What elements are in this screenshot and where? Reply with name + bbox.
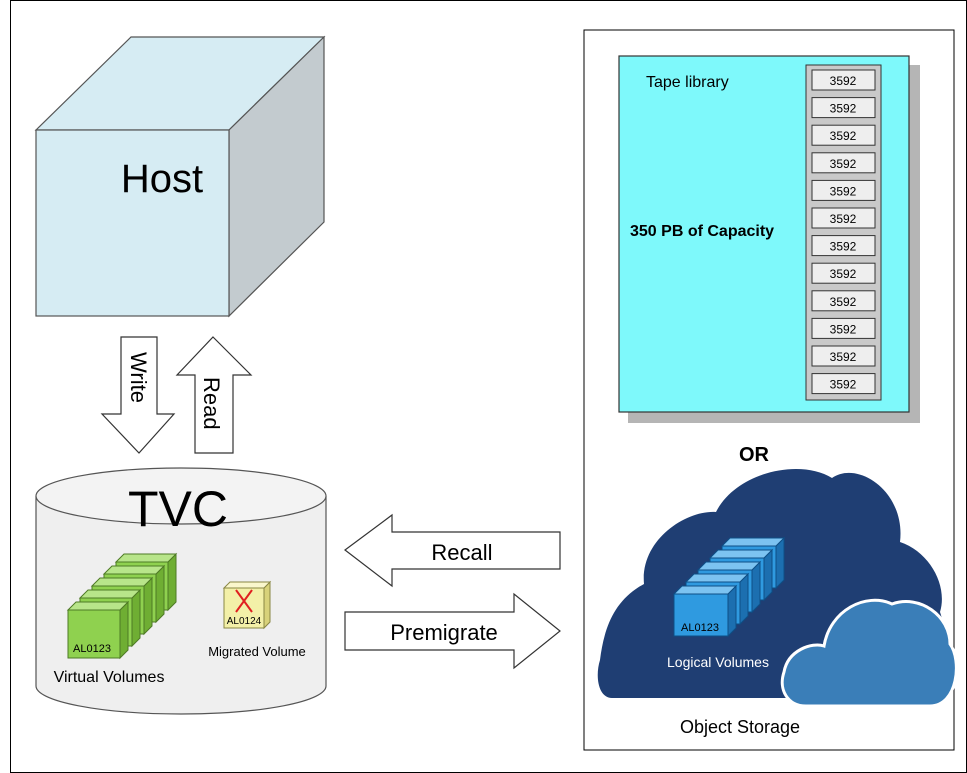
tape-drive: 3592 xyxy=(811,124,876,146)
drive-list: 3592 3592 3592 3592 3592 3592 3592 3592 3592 3592… xyxy=(811,69,876,395)
tape-drive: 3592 xyxy=(811,317,876,339)
host-label: Host xyxy=(121,157,203,201)
recall-label: Recall xyxy=(431,540,492,565)
object-storage-label: Object Storage xyxy=(680,717,800,737)
migrated-volume: AL0124 xyxy=(222,580,272,630)
logical-volume-id: AL0123 xyxy=(681,622,719,634)
host-cube-front xyxy=(35,129,230,317)
read-label: Read xyxy=(199,377,224,430)
migrated-x-icon xyxy=(235,589,253,613)
tape-drive: 3592 xyxy=(811,345,876,367)
logical-volume-stack: AL0123 xyxy=(672,536,786,638)
tape-drive-label: 3592 xyxy=(830,322,857,336)
tape-drive: 3592 xyxy=(811,373,876,395)
tape-library-capacity: 350 PB of Capacity xyxy=(630,223,774,240)
tvc-cylinder: TVC AL0123 Virtual Volumes AL0124 Migrat… xyxy=(35,467,327,715)
tvc-cylinder-top xyxy=(35,467,327,525)
tape-drive: 3592 xyxy=(811,152,876,174)
tape-drive-label: 3592 xyxy=(830,129,857,143)
tape-drive: 3592 xyxy=(811,290,876,312)
tape-drive-label: 3592 xyxy=(830,267,857,281)
virtual-volume-id: AL0123 xyxy=(73,643,111,655)
tape-drive-label: 3592 xyxy=(830,157,857,171)
logical-volumes-label: Logical Volumes xyxy=(667,654,769,670)
host-cube: Host xyxy=(34,35,326,318)
write-label: Write xyxy=(126,352,151,403)
virtual-volume-stack: AL0123 xyxy=(66,552,178,660)
virtual-volumes-label: Virtual Volumes xyxy=(54,669,165,686)
tape-drive: 3592 xyxy=(811,69,876,91)
tape-drive-label: 3592 xyxy=(830,74,857,88)
write-arrow: Write xyxy=(100,336,176,454)
premigrate-arrow: Premigrate xyxy=(344,592,561,670)
drive-column xyxy=(805,64,882,401)
tape-drive: 3592 xyxy=(811,207,876,229)
read-arrow: Read xyxy=(175,336,253,454)
migrated-volume-label: Migrated Volume xyxy=(208,644,306,659)
tvc-label: TVC xyxy=(128,481,228,537)
tape-drive-label: 3592 xyxy=(830,350,857,364)
tape-drive-label: 3592 xyxy=(830,378,857,392)
premigrate-label: Premigrate xyxy=(390,620,498,645)
tape-drive: 3592 xyxy=(811,262,876,284)
migrated-volume-id: AL0124 xyxy=(227,616,262,627)
tape-drive: 3592 xyxy=(811,97,876,119)
tape-drive-label: 3592 xyxy=(830,295,857,309)
tape-drive-label: 3592 xyxy=(830,240,857,254)
tape-library: Tape library 350 PB of Capacity 35923592… xyxy=(618,55,920,423)
tape-drive: 3592 xyxy=(811,179,876,201)
tape-drive-label: 3592 xyxy=(830,212,857,226)
cloud-light-shape xyxy=(780,598,958,708)
recall-arrow: Recall xyxy=(344,513,561,588)
object-storage-cloud: AL0123 Logical Volumes xyxy=(597,468,958,708)
tape-drive-label: 3592 xyxy=(830,102,857,116)
tape-drive: 3592 xyxy=(811,235,876,257)
tape-library-title: Tape library xyxy=(646,74,729,91)
or-label: OR xyxy=(739,444,770,466)
tape-drive-label: 3592 xyxy=(830,184,857,198)
tvc-cylinder-body xyxy=(35,496,327,715)
